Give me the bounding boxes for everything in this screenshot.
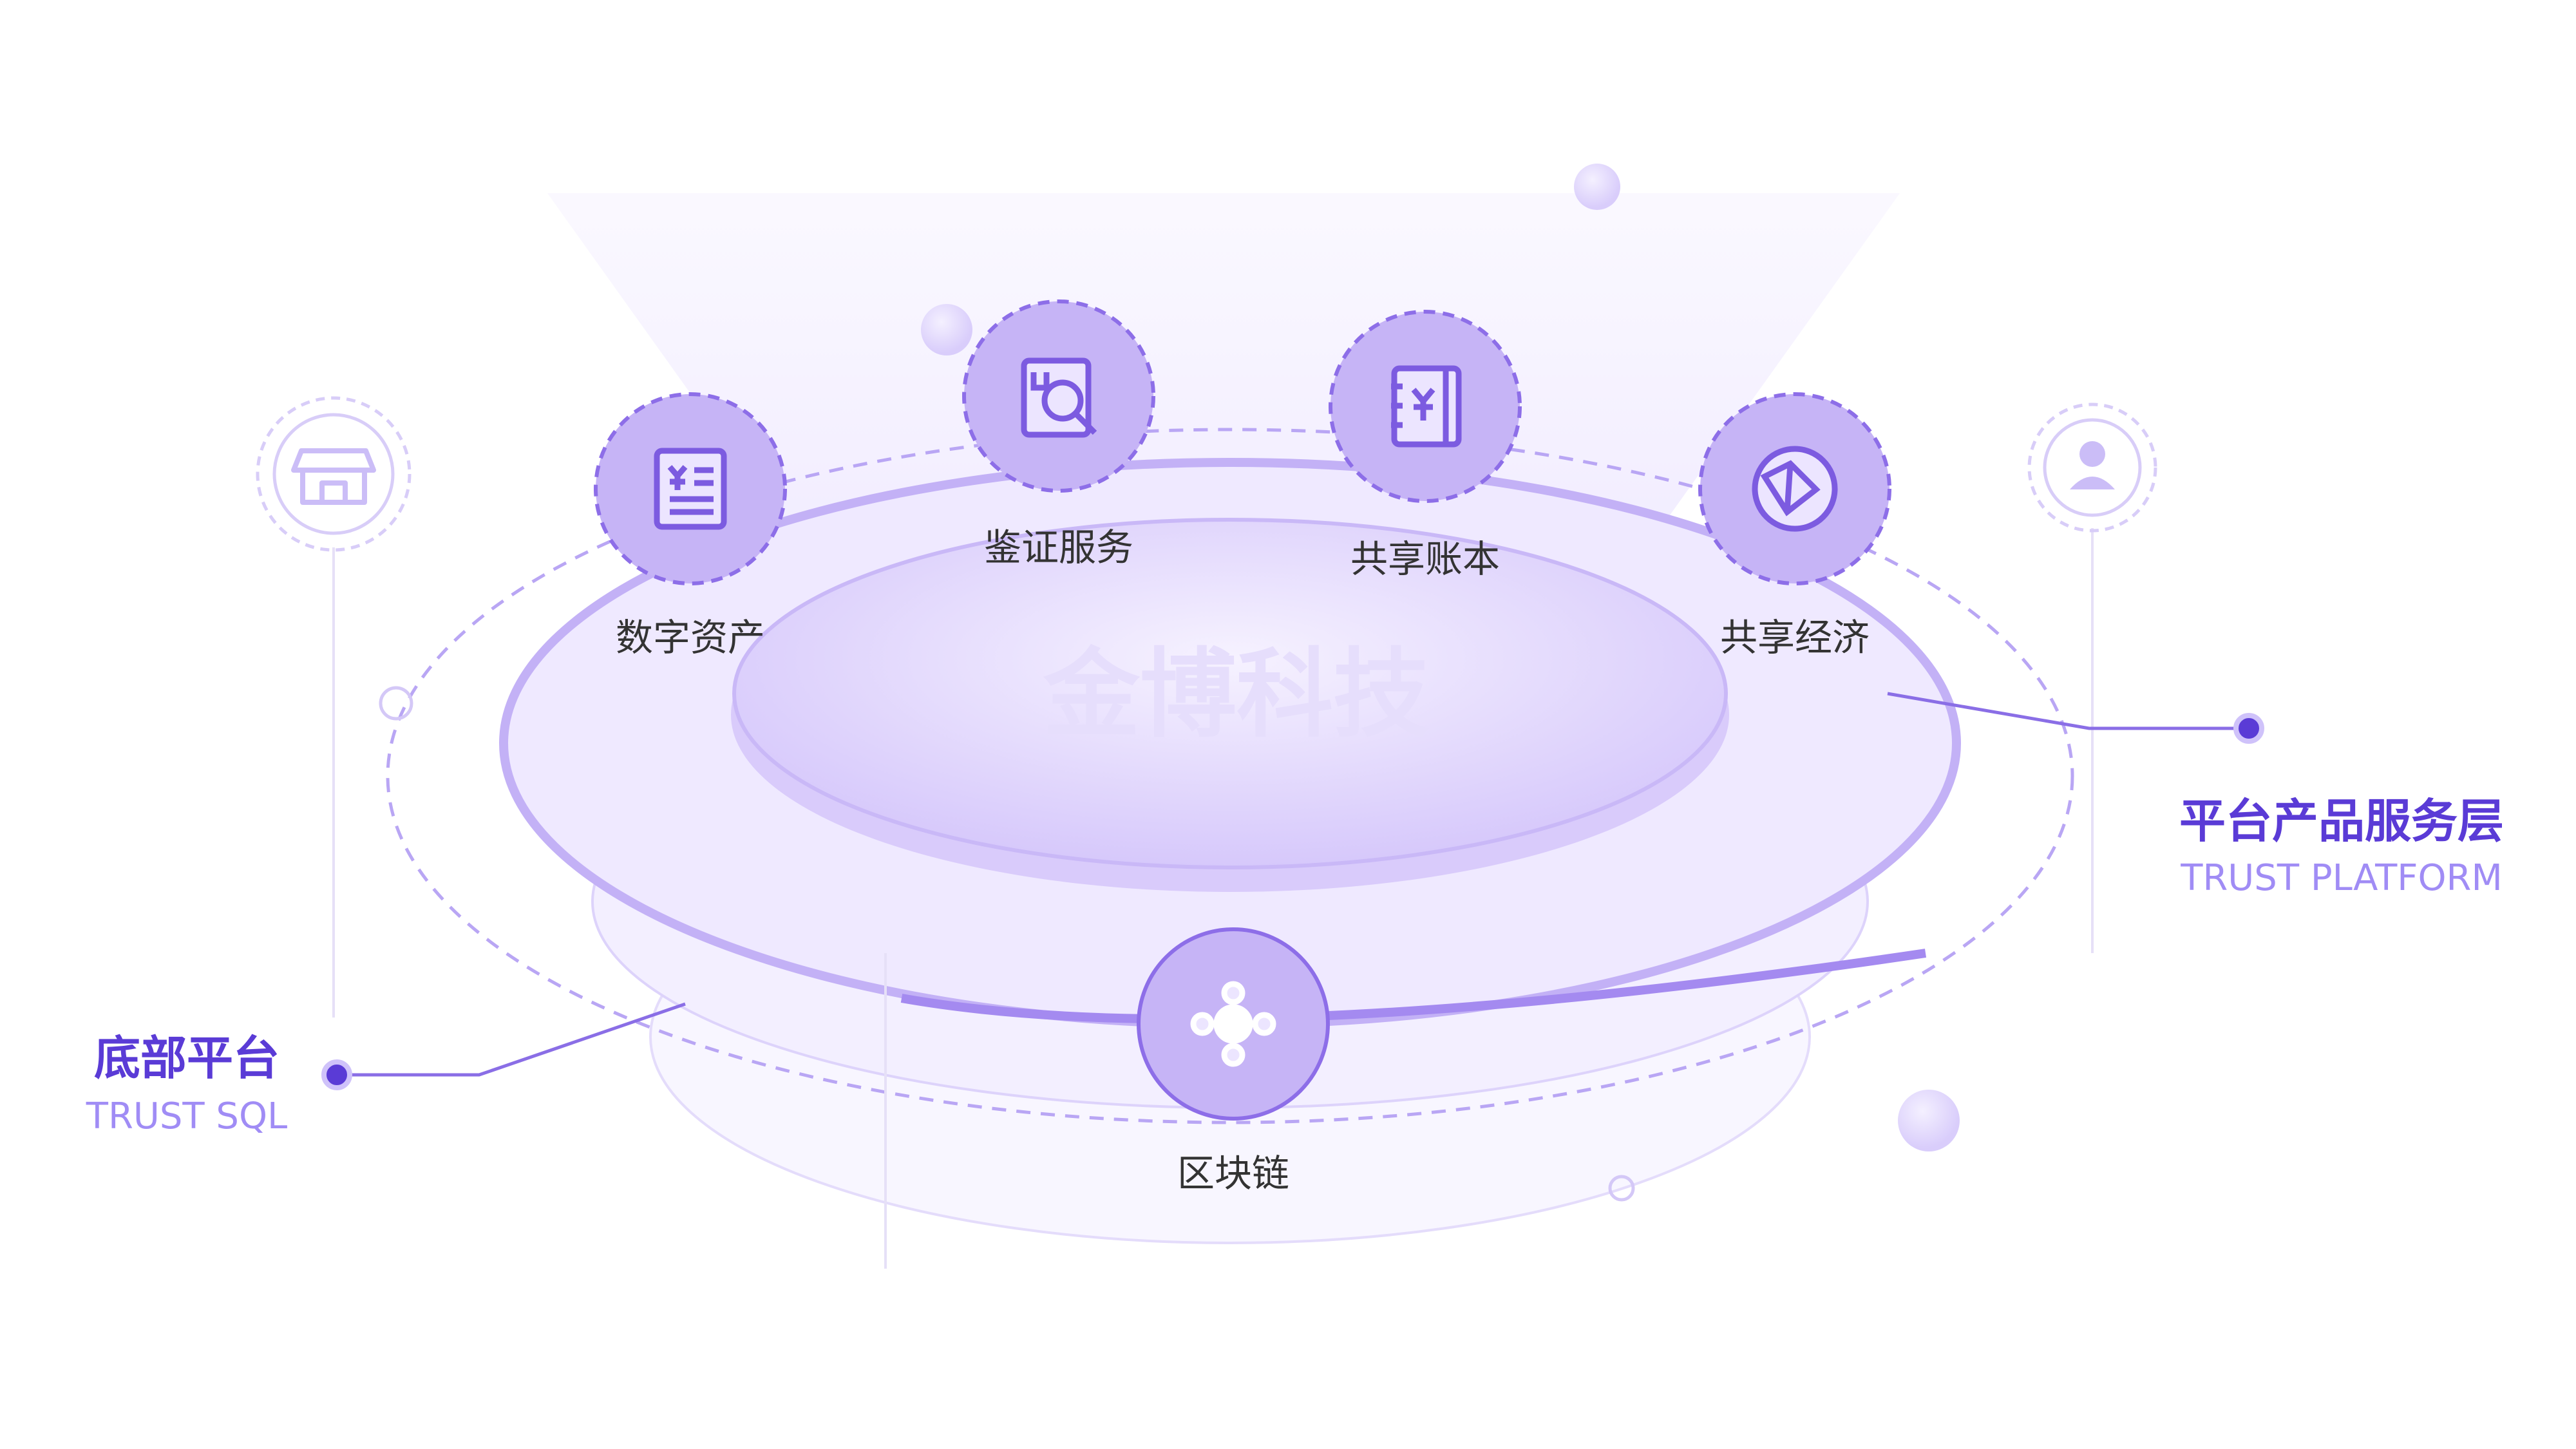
bottom-layer-title: 底部平台: [94, 1031, 279, 1085]
dashed-orbit: [386, 428, 2074, 1124]
inner-disc: [732, 518, 1728, 869]
store-icon: [256, 396, 412, 552]
watermark: 金博科技: [1043, 639, 1430, 751]
node-blockchain[interactable]: 区块链: [1137, 927, 1330, 1195]
node-label: 数字资产: [616, 616, 765, 659]
globe-network-icon: [1752, 446, 1838, 532]
top-layer-subtitle: TRUST PLATFORM: [2180, 857, 2503, 899]
user-icon: [2027, 402, 2157, 533]
decor-ball: [1574, 164, 1620, 210]
ledger-yen-icon: [1391, 365, 1462, 448]
decor-ring: [379, 686, 413, 721]
network-nodes-icon: [1190, 981, 1276, 1067]
decor-ring: [1608, 1175, 1635, 1202]
node-label: 共享账本: [1350, 537, 1500, 581]
node-label: 共享经济: [1720, 616, 1870, 659]
node-label: 区块链: [1177, 1151, 1289, 1195]
decor-ball: [921, 304, 972, 355]
decor-ball: [1898, 1090, 1960, 1151]
node-label: 鉴证服务: [984, 526, 1133, 569]
magnifier-document-icon: [1021, 357, 1097, 438]
node-sharing-economy[interactable]: 共享经济: [1698, 392, 1891, 659]
callout-top-layer: [1887, 692, 2264, 744]
node-shared-ledger[interactable]: 共享账本: [1329, 310, 1522, 581]
node-digital-assets[interactable]: 数字资产: [594, 392, 787, 659]
node-verification-service[interactable]: 鉴证服务: [962, 299, 1155, 569]
bottom-layer-subtitle: TRUST SQL: [86, 1095, 287, 1137]
callout-bottom-layer: [321, 1002, 686, 1090]
document-yen-icon: [654, 448, 727, 530]
top-layer-title: 平台产品服务层: [2179, 794, 2504, 848]
